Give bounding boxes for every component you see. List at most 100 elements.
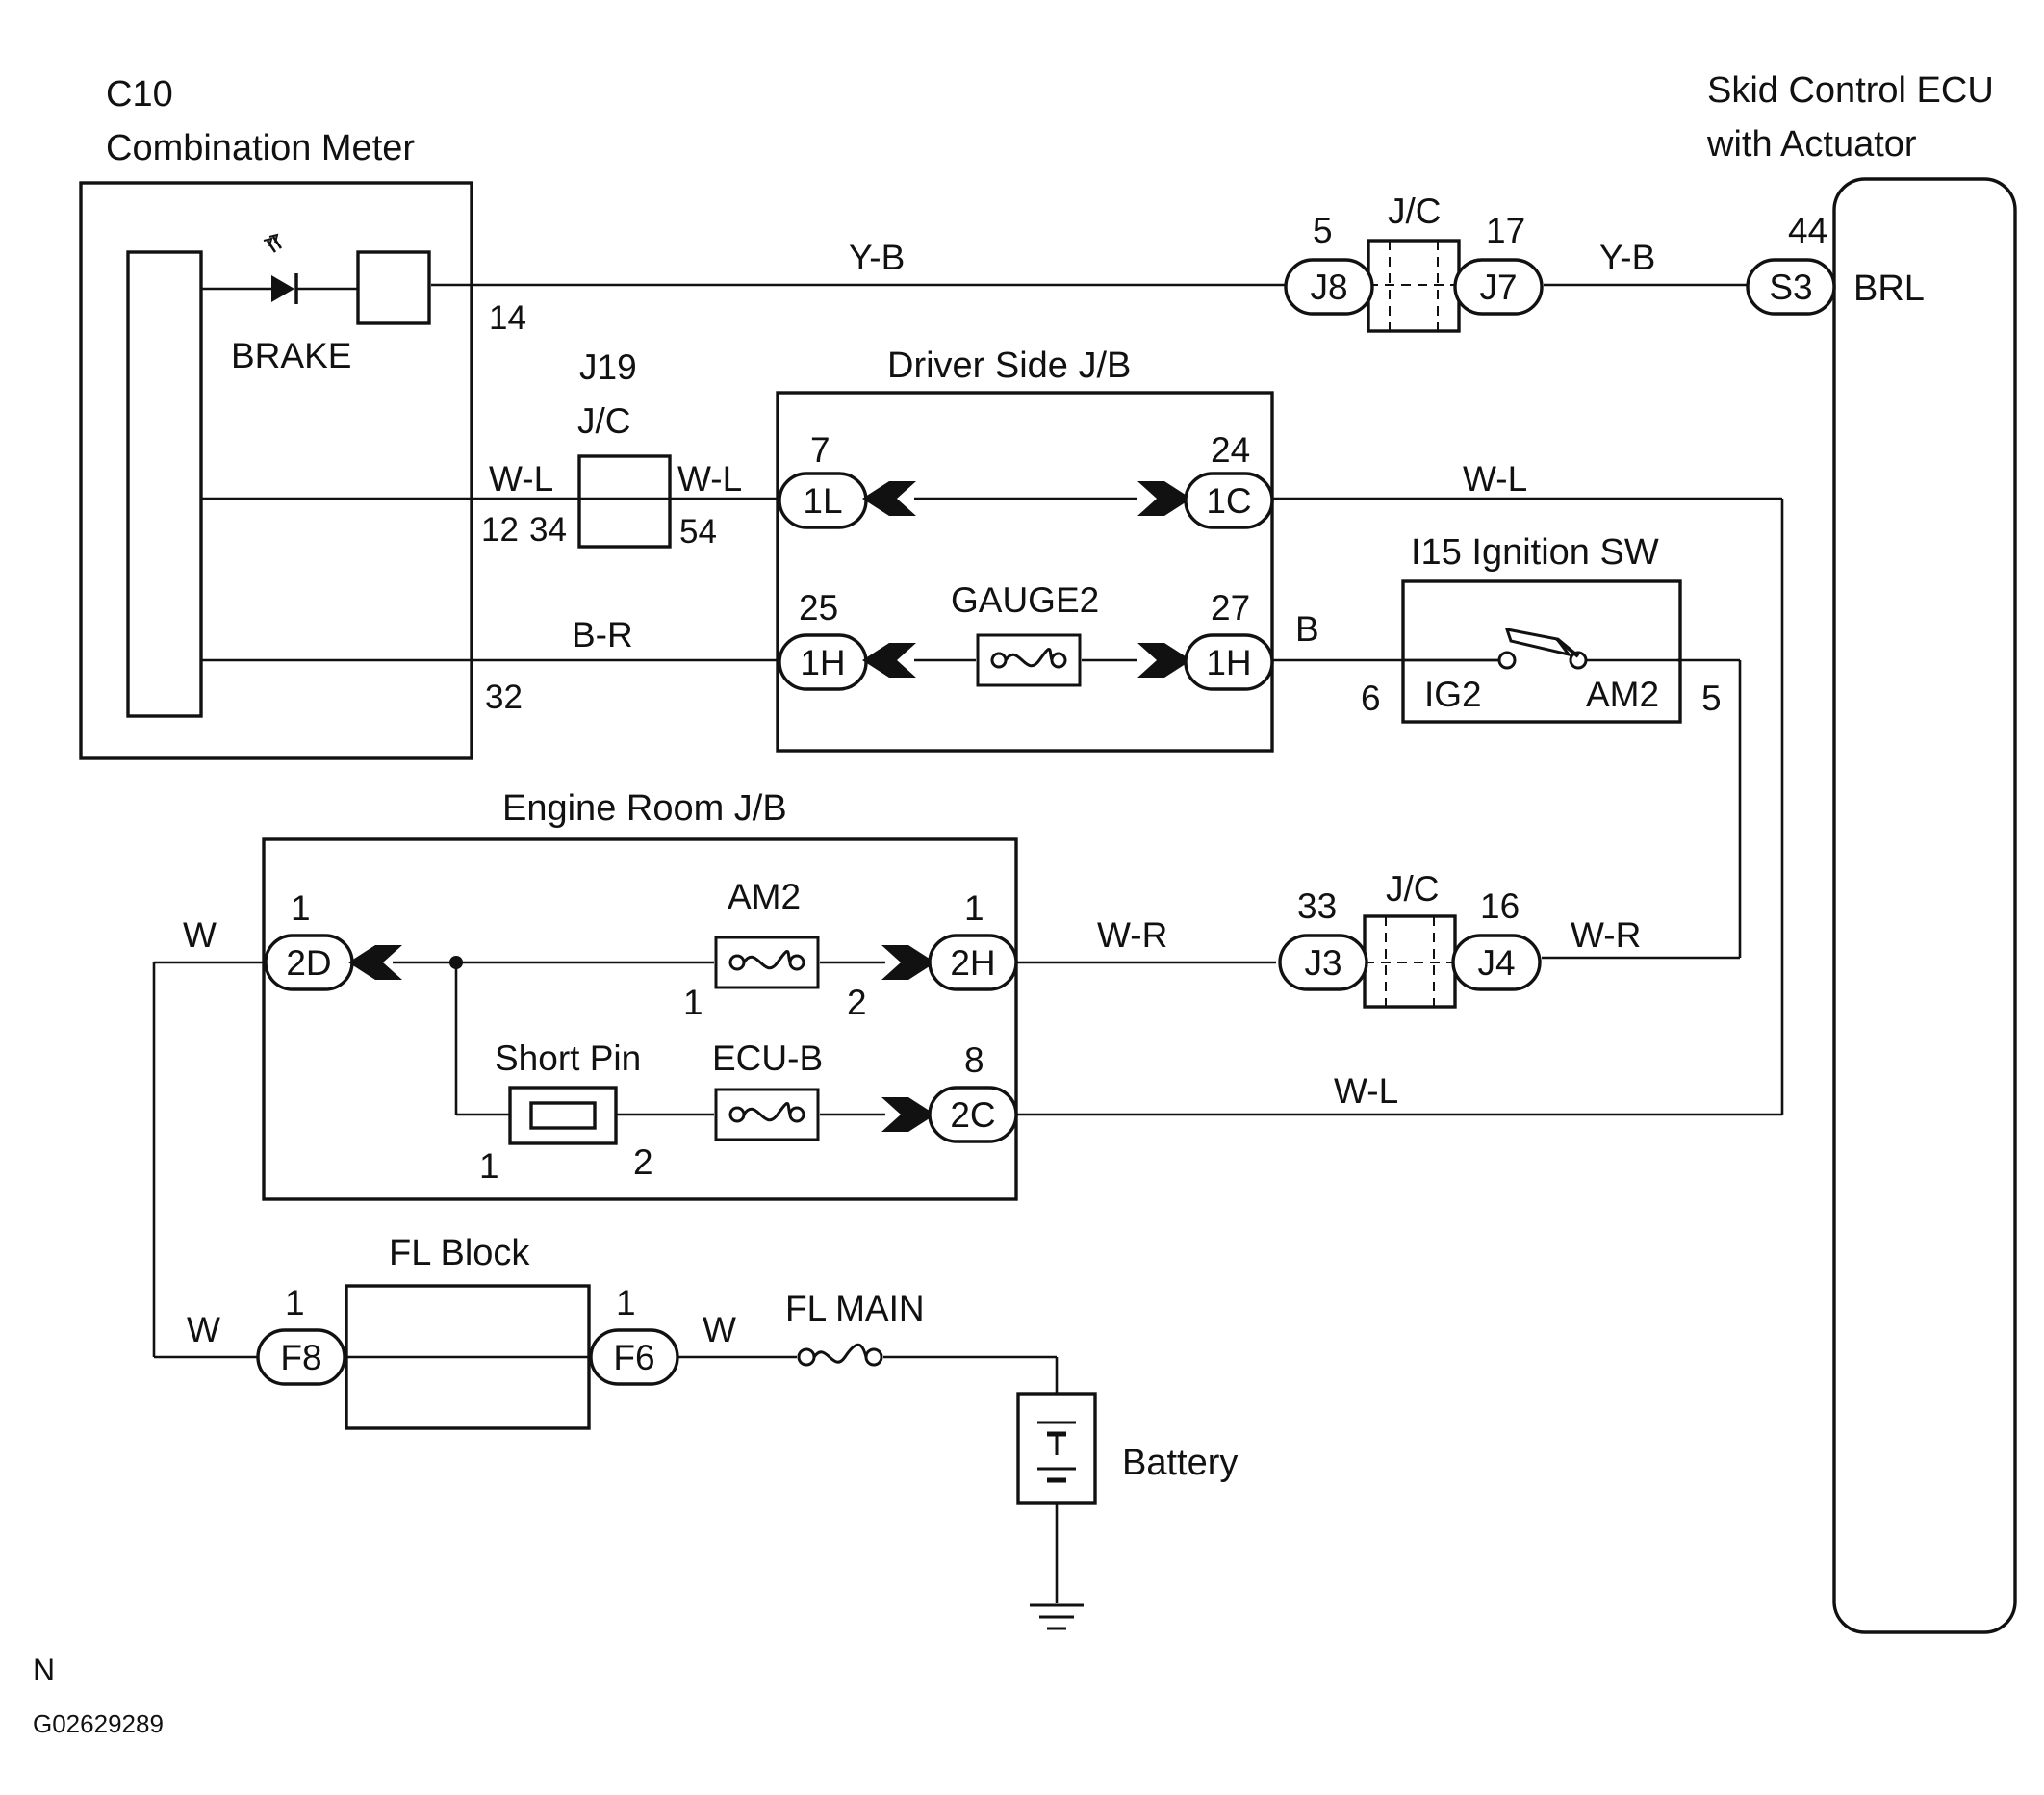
ignition-switch: I15 Ignition SW IG2 AM2 6 5 (1361, 532, 1722, 724)
connector-2c-label: 2C (950, 1095, 995, 1135)
connector-j7-label: J7 (1479, 268, 1517, 307)
wire-label-w-1: W (183, 915, 217, 955)
splice-point (449, 956, 463, 969)
connector-1h-left-arrow-icon (862, 643, 916, 678)
ignition-sw-box (1401, 579, 1682, 724)
ecu-title-line2: with Actuator (1706, 124, 1917, 165)
fl-main-label: FL MAIN (785, 1289, 925, 1328)
wire-label-yb-1: Y-B (849, 238, 905, 277)
jc-mid-left-pin: 33 (1297, 886, 1337, 926)
connector-1c (1184, 472, 1274, 529)
connector-2d-label: 2D (286, 943, 331, 983)
connector-j3-label: J3 (1304, 943, 1341, 983)
wire-labels: Y-B Y-B W-L W-L W-L W-L B-R B W-R W-R W … (183, 238, 1655, 1349)
connector-f8 (256, 1328, 346, 1386)
connector-1h-right-label: 1H (1206, 643, 1251, 682)
j19-label: J/C (577, 401, 631, 441)
fl-block: FL Block 1 1 F8 F6 (256, 1233, 679, 1430)
wire-label-br: B-R (572, 615, 633, 654)
battery-icon (1037, 1421, 1076, 1483)
wire-label-wl-3: W-L (1463, 459, 1527, 499)
skid-control-ecu: Skid Control ECU with Actuator 44 S3 BRL (1706, 70, 2017, 1634)
ignition-sw-right-terminal: AM2 (1586, 675, 1659, 714)
jc-top-right-pin: 17 (1486, 211, 1525, 250)
meter-module (126, 250, 203, 718)
meter-pin-14: 14 (489, 299, 526, 337)
fl-main-fuse: FL MAIN (785, 1289, 925, 1367)
meter-pin-32: 32 (485, 679, 523, 716)
connector-1h-right (1184, 633, 1274, 691)
connector-f6 (589, 1328, 679, 1386)
am2-fuse-pin1: 1 (683, 983, 703, 1022)
short-pin-pin1: 1 (479, 1146, 499, 1186)
connector-j4-label: J4 (1477, 943, 1515, 983)
ecu-pin-label: BRL (1853, 269, 1925, 309)
am2-fuse-label: AM2 (728, 877, 801, 916)
connector-j4 (1451, 934, 1542, 991)
connector-f8-label: F8 (280, 1338, 321, 1377)
connector-1c-arrow-icon (1137, 481, 1191, 516)
battery-label: Battery (1122, 1443, 1238, 1483)
connector-2h-arrow-icon (881, 945, 935, 980)
connector-1h-left-label: 1H (800, 643, 845, 682)
fl-main-fuse-icon (797, 1343, 883, 1367)
junction-connector-mid: J/C 33 16 J3 J4 (1278, 869, 1542, 1009)
engine-jb-2h-pin: 1 (964, 888, 984, 928)
wire-label-w-2: W (187, 1310, 220, 1349)
wire-label-wr-1: W-R (1097, 915, 1167, 955)
j19-box (577, 454, 672, 549)
connector-j8 (1284, 258, 1374, 316)
connector-2h (928, 934, 1018, 991)
connector-2c-arrow-icon (881, 1097, 935, 1132)
engine-jb-2d-pin: 1 (291, 888, 311, 928)
brake-led-icon (263, 233, 298, 304)
ignition-sw-right-pin: 5 (1701, 679, 1722, 718)
footer-mark: N (33, 1653, 55, 1687)
wires (152, 283, 1784, 1603)
engine-jb-box (262, 837, 1018, 1201)
jc-top-left-pin: 5 (1313, 211, 1333, 250)
connector-j7 (1453, 258, 1544, 316)
junction-connector-j19: J19 J/C 54 (577, 347, 717, 551)
brake-indicator (356, 250, 431, 325)
connector-2c (928, 1086, 1018, 1143)
meter-pin-12: 12 (481, 511, 519, 549)
engine-jb-title: Engine Room J/B (502, 788, 787, 829)
ignition-sw-title: I15 Ignition SW (1411, 532, 1659, 573)
jc-top-label: J/C (1388, 192, 1442, 231)
ecub-fuse-label: ECU-B (712, 1039, 823, 1078)
am2-fuse-pin2: 2 (847, 983, 867, 1022)
j19-code: J19 (579, 347, 637, 387)
driver-jb-box (776, 391, 1274, 753)
am2-fuse-icon (714, 936, 820, 989)
gauge2-fuse-label: GAUGE2 (951, 580, 1099, 620)
wire-label-yb-2: Y-B (1599, 238, 1655, 277)
connector-1l-arrow-icon (862, 481, 916, 516)
brake-lamp-label: BRAKE (231, 336, 351, 375)
meter-pin-34: 34 (529, 511, 567, 549)
ecu-pin-number: 44 (1788, 211, 1827, 250)
connector-1h-right-arrow-icon (1137, 643, 1191, 678)
driver-jb-upper-right-pin: 24 (1211, 430, 1250, 470)
connector-2h-label: 2H (950, 943, 995, 983)
j19-right-pin: 54 (679, 513, 717, 551)
short-pin-label: Short Pin (495, 1039, 641, 1078)
engine-room-jb: Engine Room J/B 1 2D AM2 1 2 1 2H Short … (262, 788, 1018, 1201)
short-pin-icon (508, 1086, 618, 1145)
engine-jb-2c-pin: 8 (964, 1040, 984, 1080)
ecu-box (1832, 177, 2017, 1634)
ecub-fuse-icon (714, 1088, 820, 1141)
wire-label-wl-1: W-L (489, 459, 553, 499)
wire-label-b: B (1295, 609, 1319, 649)
fl-block-title: FL Block (389, 1233, 530, 1273)
combination-meter: C10 Combination Meter BRAKE 14 12 34 32 (79, 74, 567, 760)
fl-block-box (345, 1284, 591, 1430)
jc-mid-label: J/C (1386, 869, 1440, 909)
wire-label-wl-2: W-L (677, 459, 742, 499)
driver-jb-lower-right-pin: 27 (1211, 588, 1250, 628)
connector-s3-label: S3 (1769, 268, 1812, 307)
fl-block-right-pin: 1 (616, 1283, 636, 1322)
jc-mid-right-pin: 16 (1480, 886, 1520, 926)
connector-s3 (1746, 258, 1836, 316)
